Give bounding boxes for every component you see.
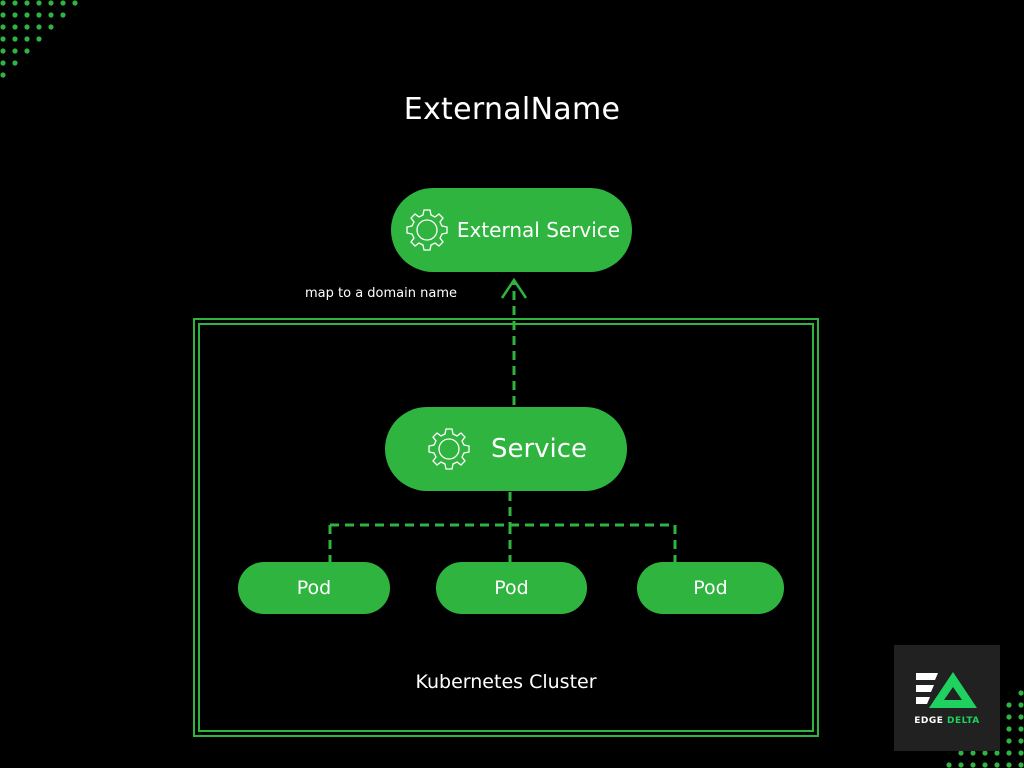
external-service-node: External Service xyxy=(391,188,632,272)
dot xyxy=(12,36,18,42)
dot xyxy=(12,60,18,66)
dot xyxy=(1006,750,1012,756)
logo-mark-icon xyxy=(916,672,977,708)
dot xyxy=(0,60,6,66)
dot xyxy=(0,0,6,6)
dot xyxy=(982,762,988,768)
dot xyxy=(60,12,66,18)
dot-pattern-top-left xyxy=(0,0,78,78)
dot xyxy=(36,24,42,30)
dot xyxy=(12,0,18,6)
connector-label: map to a domain name xyxy=(305,286,457,301)
dot xyxy=(12,24,18,30)
dot xyxy=(1006,762,1012,768)
dot xyxy=(970,762,976,768)
dot xyxy=(60,0,66,6)
dot xyxy=(0,48,6,54)
logo-word-edge: EDGE xyxy=(914,716,944,726)
dot xyxy=(36,0,42,6)
dot xyxy=(1006,726,1012,732)
diagram-title: ExternalName xyxy=(403,92,621,127)
dot xyxy=(12,48,18,54)
dot xyxy=(1018,690,1024,696)
dot xyxy=(24,24,30,30)
dot xyxy=(24,12,30,18)
dot xyxy=(958,762,964,768)
dot xyxy=(1006,714,1012,720)
dot xyxy=(0,12,6,18)
cluster-label: Kubernetes Cluster xyxy=(415,671,597,693)
dot xyxy=(48,12,54,18)
dot xyxy=(970,750,976,756)
gear-icon xyxy=(428,428,470,470)
cluster-border-outer xyxy=(193,318,819,737)
dot xyxy=(1018,738,1024,744)
dot xyxy=(946,762,952,768)
dot xyxy=(1018,750,1024,756)
dot xyxy=(994,762,1000,768)
dot xyxy=(0,24,6,30)
pod-node: Pod xyxy=(238,562,390,614)
external-service-label: External Service xyxy=(456,218,621,242)
arrow-head-icon xyxy=(500,277,528,299)
logo-word-delta: DELTA xyxy=(947,716,980,726)
cluster-border-inner xyxy=(198,323,814,732)
dot xyxy=(1018,726,1024,732)
dot xyxy=(24,0,30,6)
dot xyxy=(1006,738,1012,744)
dot xyxy=(12,12,18,18)
dot xyxy=(1018,702,1024,708)
dot xyxy=(1006,702,1012,708)
dot xyxy=(1018,762,1024,768)
pod-node: Pod xyxy=(637,562,784,614)
logo-text: EDGE DELTA xyxy=(894,716,1000,726)
dot xyxy=(994,750,1000,756)
dot xyxy=(24,48,30,54)
dot xyxy=(72,0,78,6)
dot xyxy=(48,0,54,6)
dot xyxy=(982,750,988,756)
edge-delta-logo: EDGE DELTA xyxy=(894,645,1000,751)
service-node: Service xyxy=(385,407,627,491)
dot xyxy=(958,750,964,756)
pod-label: Pod xyxy=(494,577,529,599)
dot xyxy=(48,24,54,30)
dot xyxy=(0,36,6,42)
dot xyxy=(1018,714,1024,720)
service-label: Service xyxy=(490,434,588,464)
pod-node: Pod xyxy=(436,562,587,614)
gear-icon xyxy=(406,209,448,251)
pod-label: Pod xyxy=(693,577,728,599)
dot xyxy=(0,72,6,78)
dot xyxy=(24,36,30,42)
dot xyxy=(36,36,42,42)
pod-label: Pod xyxy=(296,577,332,599)
dot xyxy=(36,12,42,18)
